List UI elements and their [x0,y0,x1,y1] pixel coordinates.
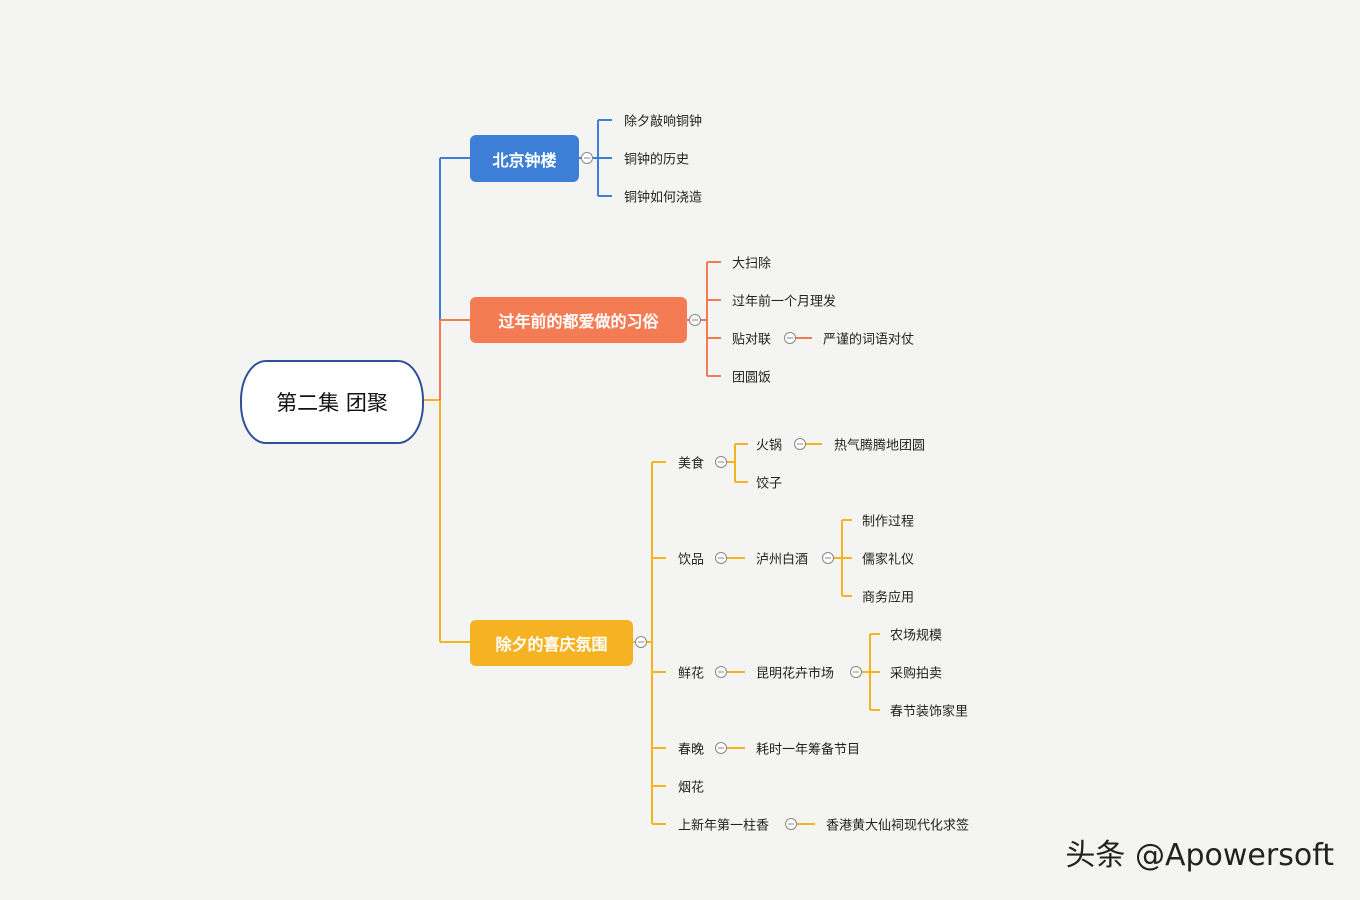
node[interactable]: 春晚 [678,742,705,758]
node[interactable]: 商务应用 [862,590,915,606]
collapse-toggle-icon[interactable] [850,666,862,678]
node[interactable]: 耗时一年筹备节目 [756,742,861,758]
node[interactable]: 贴对联 [732,332,772,348]
node[interactable]: 火锅 [756,438,783,454]
node[interactable]: 春节装饰家里 [890,704,969,720]
node[interactable]: 团圆饭 [732,370,772,386]
node[interactable]: 除夕敲响铜钟 [624,114,703,130]
watermark: 头条 @Apowersoft [1065,838,1334,873]
node[interactable]: 上新年第一柱香 [678,818,770,834]
node[interactable]: 鲜花 [678,666,705,682]
collapse-toggle-icon[interactable] [822,552,834,564]
collapse-toggle-icon[interactable] [689,314,701,326]
collapse-toggle-icon[interactable] [794,438,806,450]
node[interactable]: 采购拍卖 [890,666,943,682]
collapse-toggle-icon[interactable] [635,636,647,648]
node[interactable]: 泸州白酒 [756,552,809,568]
node[interactable]: 农场规模 [890,628,943,644]
branch-new-year-customs[interactable]: 过年前的都爱做的习俗 [470,297,687,343]
collapse-toggle-icon[interactable] [784,332,796,344]
node[interactable]: 饮品 [678,552,705,568]
node[interactable]: 烟花 [678,780,705,796]
node[interactable]: 铜钟的历史 [624,152,690,168]
node[interactable]: 严谨的词语对仗 [823,332,915,348]
node[interactable]: 饺子 [756,476,783,492]
node[interactable]: 过年前一个月理发 [732,294,837,310]
node[interactable]: 儒家礼仪 [862,552,915,568]
node[interactable]: 香港黄大仙祠现代化求签 [826,818,970,834]
node[interactable]: 热气腾腾地团圆 [834,438,926,454]
branch-festive-atmosphere[interactable]: 除夕的喜庆氛围 [470,620,633,666]
node[interactable]: 大扫除 [732,256,772,272]
node[interactable]: 昆明花卉市场 [756,666,835,682]
node[interactable]: 制作过程 [862,514,915,530]
collapse-toggle-icon[interactable] [715,666,727,678]
collapse-toggle-icon[interactable] [715,742,727,754]
node[interactable]: 铜钟如何浇造 [624,190,703,206]
collapse-toggle-icon[interactable] [581,152,593,164]
branch-beijing-bell-tower[interactable]: 北京钟楼 [470,135,579,182]
node[interactable]: 美食 [678,456,705,472]
collapse-toggle-icon[interactable] [715,552,727,564]
collapse-toggle-icon[interactable] [785,818,797,830]
root-node[interactable]: 第二集 团聚 [240,360,424,444]
collapse-toggle-icon[interactable] [715,456,727,468]
